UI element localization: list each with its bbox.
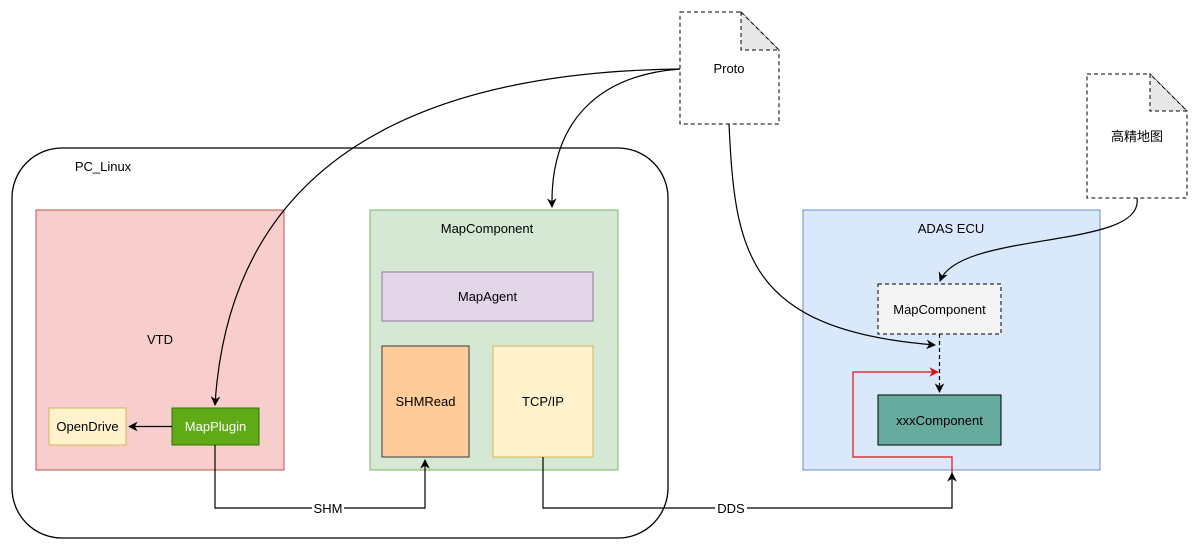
edge-proto-to-mapcomponent: [547, 68, 681, 208]
mapcomponent-ecu-label: MapComponent: [893, 302, 986, 317]
mapplugin-box: [171, 407, 260, 446]
shmread-box: [381, 345, 470, 458]
mapagent-box: [381, 271, 594, 322]
edge-hdmap-to-ecu-mapcomponent: [938, 197, 1138, 282]
opendrive-box: [48, 407, 127, 446]
mapcomponent-pc-label: MapComponent: [441, 221, 534, 236]
dds-label: DDS: [717, 501, 745, 516]
dds-label-bg: [715, 501, 747, 516]
vtd-label: VTD: [147, 332, 173, 347]
shm-label-bg: [312, 501, 344, 516]
edge-dds: [542, 457, 957, 509]
edge-red-loop: [852, 367, 953, 475]
mapcomponent-ecu-box: [877, 283, 1002, 335]
edge-proto-to-mapplugin: [210, 68, 681, 406]
proto-label: Proto: [713, 61, 744, 76]
shm-label: SHM: [314, 501, 343, 516]
adas-ecu-label: ADAS ECU: [918, 221, 984, 236]
pc-linux-label: PC_Linux: [75, 159, 132, 174]
xxxcomponent-label: xxxComponent: [896, 413, 983, 428]
edge-proto-to-ecu: [728, 123, 936, 350]
hdmap-label: 高精地图: [1111, 129, 1163, 144]
proto-document: [679, 10, 781, 125]
xxxcomponent-box: [877, 394, 1002, 446]
mapplugin-label: MapPlugin: [185, 419, 246, 434]
shmread-label: SHMRead: [396, 394, 456, 409]
tcpip-label: TCP/IP: [522, 394, 564, 409]
hdmap-document: [1086, 72, 1189, 199]
tcpip-box: [492, 345, 594, 458]
mapagent-label: MapAgent: [458, 289, 518, 304]
opendrive-label: OpenDrive: [56, 419, 118, 434]
